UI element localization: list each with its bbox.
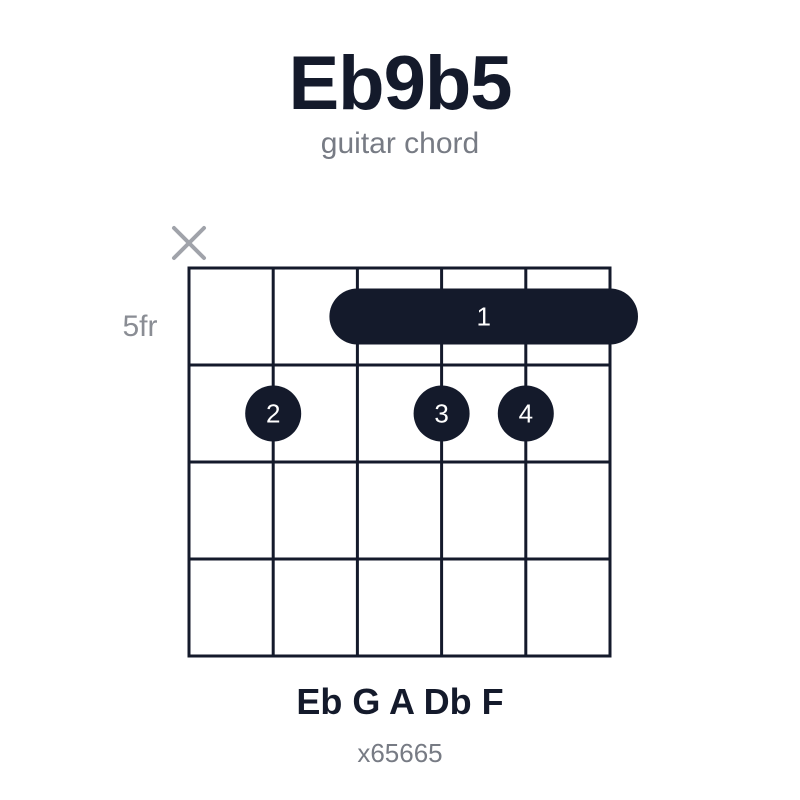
chord-title: Eb9b5 (288, 41, 512, 126)
chord-fingering: x65665 (357, 738, 443, 768)
finger-number: 2 (266, 399, 280, 429)
finger-dot (413, 385, 470, 442)
chord-subtitle: guitar chord (320, 127, 480, 160)
finger-markers: 1 2 3 4 (245, 288, 638, 442)
muted-markers (172, 226, 206, 260)
finger-number: 3 (434, 399, 448, 429)
finger-dot (245, 385, 302, 442)
barre-marker (329, 288, 638, 345)
x-stroke (172, 226, 206, 260)
finger-dot (497, 385, 554, 442)
barre-finger-label: 1 (476, 302, 490, 332)
base-fret-label: 5fr (122, 310, 157, 343)
fretboard-grid (187, 266, 612, 658)
muted-string-icon (172, 226, 206, 260)
chord-notes: Eb G A Db F (296, 681, 504, 722)
finger-number: 4 (519, 399, 533, 429)
